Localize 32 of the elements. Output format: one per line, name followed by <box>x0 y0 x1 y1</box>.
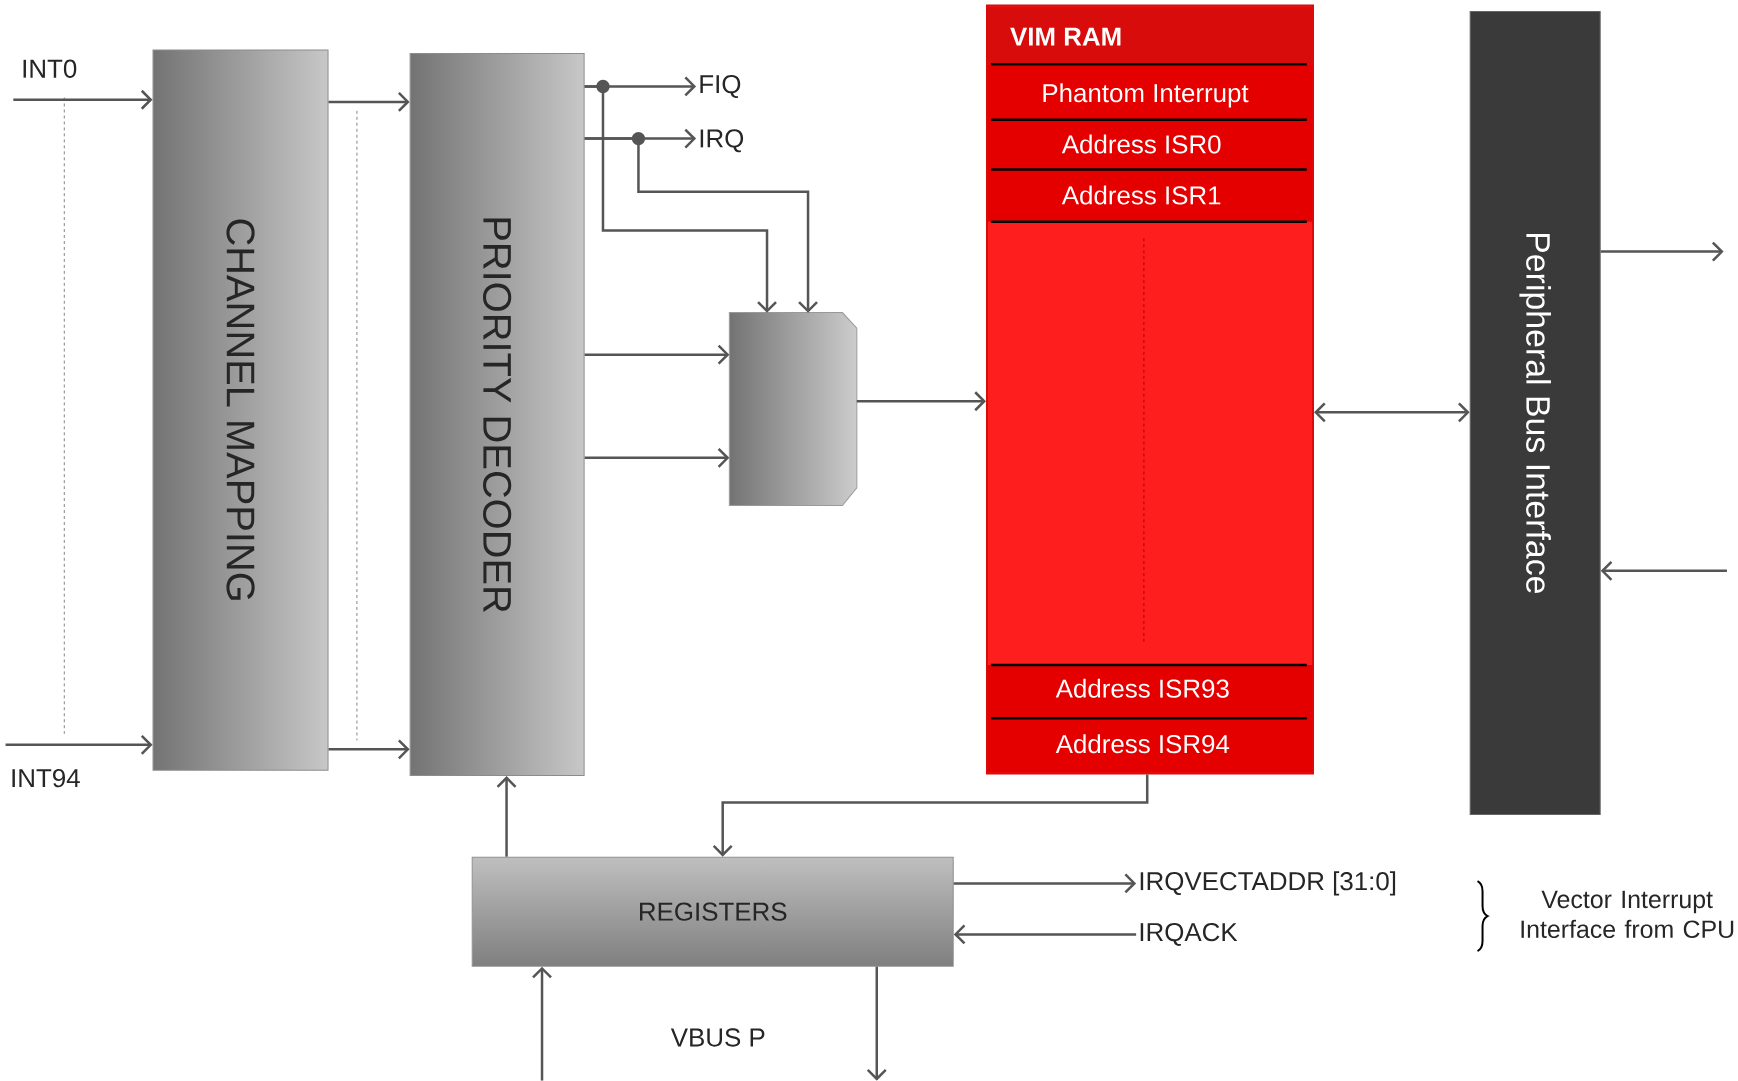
vertical-block: CHANNEL MAPPING <box>152 49 329 771</box>
arrow <box>584 132 818 313</box>
arrow <box>856 391 986 412</box>
arrow <box>584 344 730 365</box>
signal-name: IRQVECTADDR [31:0] <box>1140 871 1396 896</box>
arrow <box>13 90 153 110</box>
vertical-block: PRIORITY DECODER <box>409 53 585 777</box>
arrow <box>328 92 410 112</box>
arrow <box>584 79 777 313</box>
arrow <box>953 873 1137 894</box>
arrow <box>5 735 153 755</box>
edge-label: INT0 <box>23 59 77 79</box>
arrow <box>1314 402 1470 423</box>
bus-interface-block: Peripheral Bus Interface <box>1469 11 1601 816</box>
arrow <box>584 448 730 468</box>
arrow <box>328 739 410 760</box>
signal-name: FIQ <box>700 75 741 99</box>
memory-block: VIM RAM Phantom Interrupt Address ISR0 Address ISR1 Address ISR93 Address ISR94 <box>986 4 1314 775</box>
signal-name: IRQ <box>700 129 744 153</box>
edge-label: INT94 <box>12 769 80 788</box>
arrow <box>1600 241 1724 262</box>
arrow <box>953 924 1137 945</box>
arrow <box>496 776 517 857</box>
arrow <box>532 966 552 1081</box>
arrow <box>866 966 887 1081</box>
register-block: REGISTERS <box>471 856 954 967</box>
arrow <box>712 774 1149 857</box>
note-text: Vector Interrupt Interface from CPU <box>1521 890 1734 939</box>
multiplexer-block <box>728 312 858 507</box>
note-text: VBUS P <box>670 1028 765 1047</box>
arrow <box>1600 561 1727 581</box>
signal-name: IRQACK <box>1140 923 1238 947</box>
